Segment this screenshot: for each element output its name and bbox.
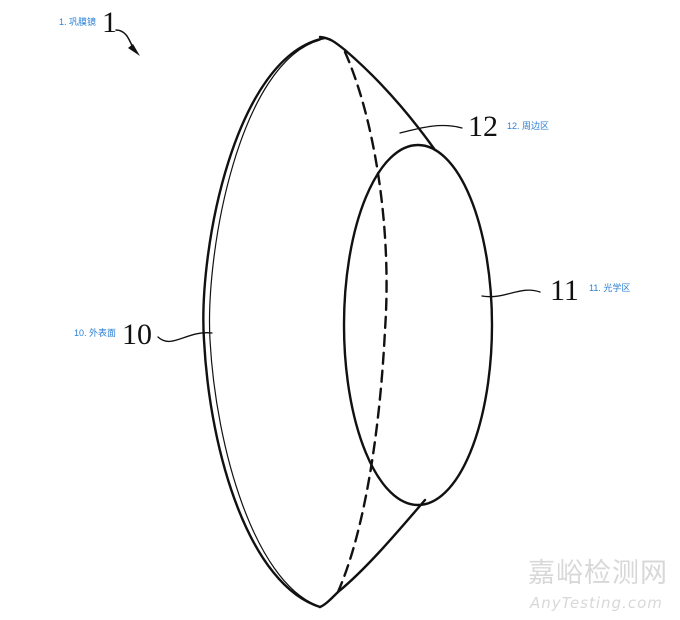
- arrow-head-icon: [128, 44, 140, 56]
- ref-number-12: 12: [468, 110, 498, 143]
- caption-11: 11. 光学区: [589, 283, 631, 293]
- ref-number-1: 1: [102, 6, 117, 39]
- ref-number-11: 11: [550, 274, 579, 307]
- outer-surface-edge: [202, 36, 327, 609]
- caption-12: 12. 周边区: [507, 121, 550, 131]
- watermark-cn: 嘉峪检测网: [528, 558, 668, 589]
- leader-line-11: [481, 289, 541, 298]
- caption-1: 1. 巩膜镜: [58, 17, 96, 27]
- ref-number-10: 10: [122, 318, 152, 351]
- outer-surface-edge-inner: [208, 39, 321, 606]
- leader-line-12: [399, 124, 463, 134]
- peripheral-zone-bottom-line: [318, 498, 427, 609]
- caption-10: 10. 外表面: [73, 328, 116, 338]
- top-rim: [318, 35, 347, 52]
- optical-zone-ellipse: [342, 143, 494, 507]
- leader-line-10: [157, 332, 213, 343]
- hidden-edge-dashed: [336, 50, 388, 594]
- peripheral-zone-top-line: [343, 48, 437, 152]
- watermark-en: AnyTesting.com: [530, 594, 663, 612]
